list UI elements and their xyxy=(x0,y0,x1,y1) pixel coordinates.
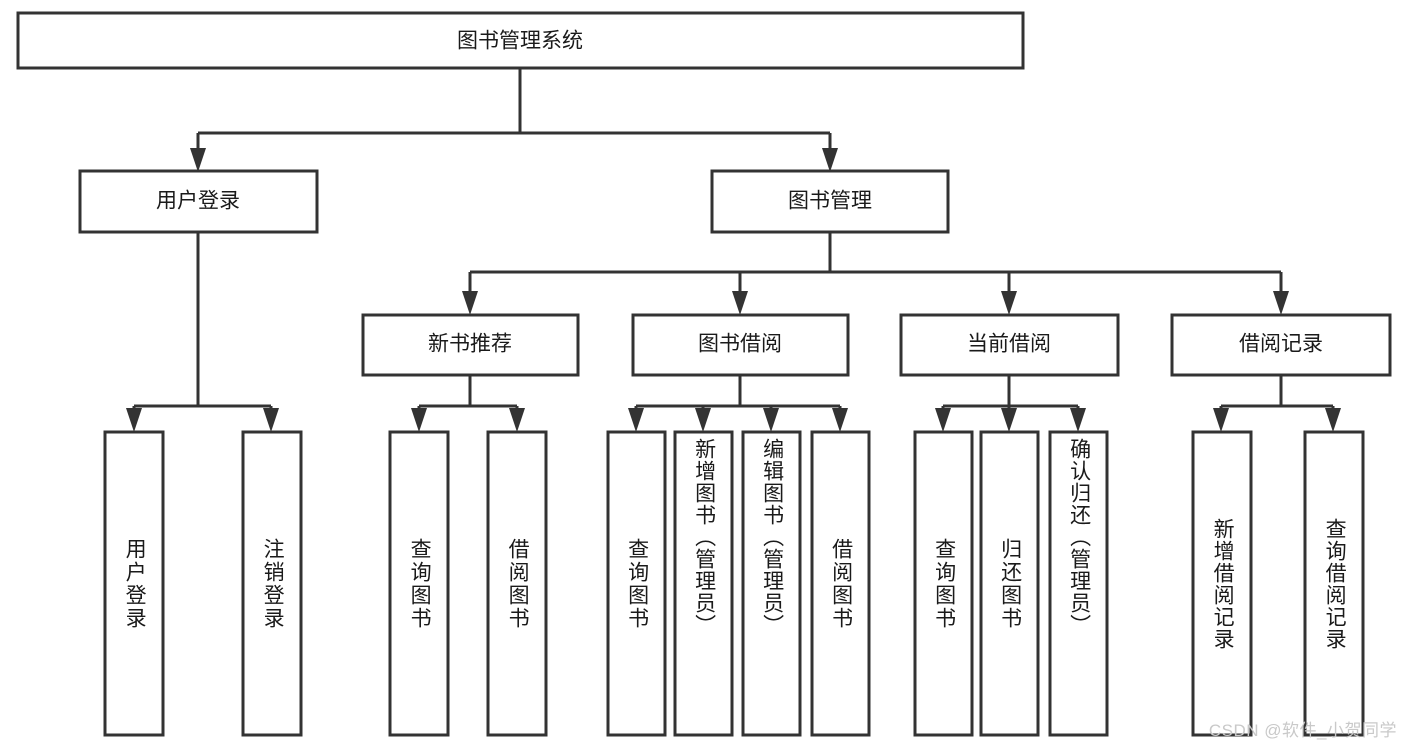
arrow-head-leaf-user-logout xyxy=(263,408,279,432)
arrow-head-user-login xyxy=(190,148,206,172)
arrow-head-book-manage xyxy=(822,148,838,172)
node-leaf-cur-confirm-label: 确认归还（管理员） xyxy=(1067,438,1091,636)
node-leaf-rec-query-box[interactable] xyxy=(388,430,450,737)
node-leaf-borrow-edit-label: 编辑图书（管理员） xyxy=(760,438,784,636)
arrow-head-current-borrow xyxy=(1001,291,1017,315)
node-book-borrow-label: 图书借阅 xyxy=(698,333,782,356)
node-leaf-borrow-query-box[interactable] xyxy=(606,430,667,737)
node-leaf-cur-confirm[interactable]: 确认归还（管理员） xyxy=(1050,432,1107,735)
node-leaf-cur-query-label: 查询图书 xyxy=(932,537,956,630)
node-book-borrow-box[interactable] xyxy=(631,313,850,377)
node-leaf-user-logout[interactable]: 注销登录 xyxy=(243,432,301,735)
node-new-book-rec-label: 新书推荐 xyxy=(428,333,512,356)
node-leaf-borrow-add-label: 新增图书（管理员） xyxy=(692,438,716,636)
arrow-head-leaf-cur-return xyxy=(1001,408,1017,432)
node-leaf-borrow-add[interactable]: 新增图书（管理员） xyxy=(675,432,732,735)
leaf-boxes xyxy=(103,430,1365,737)
node-user-login-label: 用户登录 xyxy=(156,190,240,213)
node-leaf-rec-add-label: 新增借阅记录 xyxy=(1211,517,1235,650)
node-leaf-user-login[interactable]: 用户登录 xyxy=(105,432,163,735)
arrow-head-leaf-rec-add xyxy=(1213,408,1229,432)
node-leaf-rec-search-box[interactable] xyxy=(1303,430,1365,737)
node-leaf-user-login-box[interactable] xyxy=(103,430,165,737)
watermark-label: CSDN @软件_小贺同学 xyxy=(1208,721,1397,740)
arrow-head-leaf-borrow-lend xyxy=(832,408,848,432)
node-book-manage[interactable]: 图书管理 xyxy=(710,169,950,234)
connector-group-current-borrow xyxy=(935,375,1086,432)
node-leaf-borrow-edit-box[interactable] xyxy=(741,430,802,737)
node-book-manage-box[interactable] xyxy=(710,169,950,234)
arrow-head-leaf-borrow-query xyxy=(628,408,644,432)
node-borrow-record[interactable]: 借阅记录 xyxy=(1170,313,1392,377)
node-leaf-borrow-lend-label: 借阅图书 xyxy=(829,537,853,630)
arrow-head-leaf-user-login xyxy=(126,408,142,432)
node-borrow-record-label: 借阅记录 xyxy=(1239,333,1323,356)
node-leaf-borrow-lend[interactable]: 借阅图书 xyxy=(812,432,869,735)
node-leaf-rec-add-box[interactable] xyxy=(1191,430,1253,737)
node-leaf-cur-return-label: 归还图书 xyxy=(998,537,1022,630)
arrow-head-borrow-record xyxy=(1273,291,1289,315)
node-leaf-rec-borrow[interactable]: 借阅图书 xyxy=(488,432,546,735)
arrow-head-leaf-cur-query xyxy=(935,408,951,432)
node-leaf-rec-borrow-label: 借阅图书 xyxy=(506,537,530,630)
node-leaf-user-login-label: 用户登录 xyxy=(123,537,147,630)
node-leaf-user-logout-label: 注销登录 xyxy=(261,537,285,630)
node-new-book-rec[interactable]: 新书推荐 xyxy=(361,313,580,377)
node-book-borrow[interactable]: 图书借阅 xyxy=(631,313,850,377)
node-current-borrow-label: 当前借阅 xyxy=(967,333,1051,356)
connector-group-new-book-rec xyxy=(411,375,525,432)
connector-group-borrow-record xyxy=(1213,375,1341,432)
node-book-manage-label: 图书管理 xyxy=(788,190,872,213)
arrow-head-leaf-rec-borrow xyxy=(509,408,525,432)
connector-group-root xyxy=(190,68,838,172)
node-leaf-borrow-lend-box[interactable] xyxy=(810,430,871,737)
connector-group-book-borrow xyxy=(628,375,848,432)
node-leaf-cur-query[interactable]: 查询图书 xyxy=(915,432,972,735)
node-leaf-user-logout-box[interactable] xyxy=(241,430,303,737)
node-leaf-borrow-edit[interactable]: 编辑图书（管理员） xyxy=(743,432,800,735)
node-borrow-record-box[interactable] xyxy=(1170,313,1392,377)
node-leaf-cur-return[interactable]: 归还图书 xyxy=(981,432,1038,735)
node-root[interactable]: 图书管理系统 xyxy=(16,11,1025,70)
arrow-head-leaf-borrow-add xyxy=(695,408,711,432)
arrow-head-new-book-rec xyxy=(462,291,478,315)
node-user-login-box[interactable] xyxy=(78,169,319,234)
node-leaf-cur-return-box[interactable] xyxy=(979,430,1040,737)
connector-group-user-login xyxy=(126,232,279,432)
node-leaf-borrow-add-box[interactable] xyxy=(673,430,734,737)
connector-group-book-manage xyxy=(462,232,1289,315)
node-leaf-rec-query-label: 查询图书 xyxy=(408,537,432,630)
node-leaf-rec-add[interactable]: 新增借阅记录 xyxy=(1193,432,1251,735)
node-leaf-rec-query[interactable]: 查询图书 xyxy=(390,432,448,735)
arrow-head-book-borrow xyxy=(732,291,748,315)
node-leaf-rec-borrow-box[interactable] xyxy=(486,430,548,737)
arrow-head-leaf-borrow-edit xyxy=(763,408,779,432)
node-user-login[interactable]: 用户登录 xyxy=(78,169,319,234)
node-leaf-borrow-query[interactable]: 查询图书 xyxy=(608,432,665,735)
arrow-head-leaf-rec-query xyxy=(411,408,427,432)
node-leaf-rec-search-label: 查询借阅记录 xyxy=(1323,517,1347,650)
node-current-borrow[interactable]: 当前借阅 xyxy=(899,313,1120,377)
arrow-head-leaf-rec-search xyxy=(1325,408,1341,432)
node-leaf-rec-search[interactable]: 查询借阅记录 xyxy=(1305,432,1363,735)
node-leaf-cur-query-box[interactable] xyxy=(913,430,974,737)
node-root-box[interactable] xyxy=(16,11,1025,70)
node-leaf-cur-confirm-box[interactable] xyxy=(1048,430,1109,737)
node-current-borrow-box[interactable] xyxy=(899,313,1120,377)
node-new-book-rec-box[interactable] xyxy=(361,313,580,377)
node-leaf-borrow-query-label: 查询图书 xyxy=(625,537,649,630)
node-root-label: 图书管理系统 xyxy=(457,30,583,53)
arrow-head-leaf-cur-confirm xyxy=(1070,408,1086,432)
